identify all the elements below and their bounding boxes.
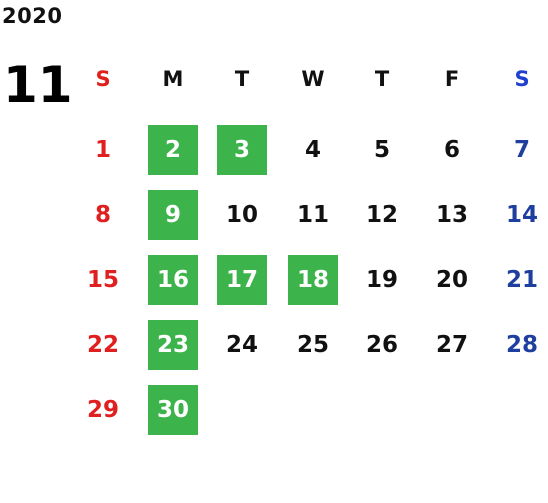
- day-cell[interactable]: 14: [505, 202, 538, 228]
- day-cell[interactable]: 30: [148, 385, 198, 435]
- day-cell[interactable]: 13: [435, 202, 468, 228]
- day-cell[interactable]: 10: [225, 202, 258, 228]
- day-cell[interactable]: 28: [505, 332, 538, 358]
- day-cell[interactable]: 20: [435, 267, 468, 293]
- day-cell[interactable]: 11: [296, 202, 329, 228]
- weekday-mon: M: [162, 67, 184, 91]
- day-cell[interactable]: 29: [86, 397, 119, 423]
- day-cell[interactable]: 5: [373, 137, 390, 163]
- weekday-fri: F: [444, 67, 460, 91]
- day-cell[interactable]: 16: [148, 255, 198, 305]
- day-cell[interactable]: 19: [365, 267, 398, 293]
- month-number: 11: [3, 56, 73, 114]
- day-cell[interactable]: 15: [86, 267, 119, 293]
- day-cell[interactable]: 7: [513, 137, 530, 163]
- weekday-thu: T: [374, 67, 390, 91]
- day-cell[interactable]: 27: [435, 332, 468, 358]
- day-cell[interactable]: 9: [148, 190, 198, 240]
- day-cell[interactable]: 21: [505, 267, 538, 293]
- weekday-sat: S: [514, 67, 530, 91]
- day-cell[interactable]: 17: [217, 255, 267, 305]
- weekday-wed: W: [301, 67, 325, 91]
- day-cell[interactable]: 24: [225, 332, 258, 358]
- day-cell[interactable]: 4: [304, 137, 321, 163]
- weekday-sun: S: [95, 67, 111, 91]
- day-cell[interactable]: 2: [148, 125, 198, 175]
- day-cell[interactable]: 22: [86, 332, 119, 358]
- day-cell[interactable]: 6: [443, 137, 460, 163]
- year-label: 2020: [2, 4, 63, 28]
- day-cell[interactable]: 26: [365, 332, 398, 358]
- day-cell[interactable]: 23: [148, 320, 198, 370]
- weekday-tue: T: [234, 67, 250, 91]
- day-cell[interactable]: 12: [365, 202, 398, 228]
- day-cell[interactable]: 18: [288, 255, 338, 305]
- day-cell[interactable]: 25: [296, 332, 329, 358]
- day-cell[interactable]: 8: [94, 202, 111, 228]
- day-cell[interactable]: 3: [217, 125, 267, 175]
- day-cell[interactable]: 1: [94, 137, 111, 163]
